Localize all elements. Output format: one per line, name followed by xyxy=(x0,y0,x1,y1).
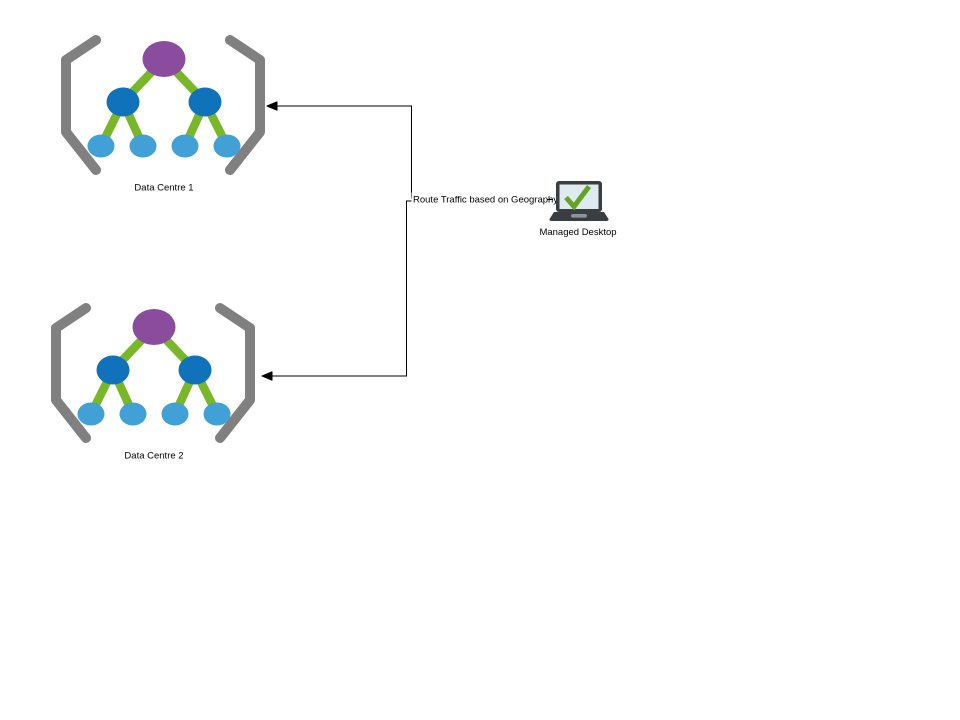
connector-label[interactable]: Route Traffic based on Geography xyxy=(411,192,559,206)
checkmark-icon xyxy=(564,185,591,211)
data-centre-1-label: Data Centre 1 xyxy=(134,183,193,194)
arrowhead-data-centre-2 xyxy=(261,371,273,381)
node-data-centre-1[interactable]: Data Centre 1 xyxy=(66,40,260,194)
laptop-checkmark-icon xyxy=(549,181,609,221)
node-data-centre-2[interactable]: Data Centre 2 xyxy=(56,308,250,462)
connector-label-background xyxy=(411,192,548,206)
connector-to-data-centre-2[interactable] xyxy=(261,199,553,381)
managed-desktop-label: Managed Desktop xyxy=(539,227,616,238)
laptop-touchpad-slot xyxy=(571,214,587,218)
connector-to-data-centre-1[interactable] xyxy=(266,101,553,200)
data-centre-tree-bracket-icon xyxy=(56,308,250,438)
arrowhead-data-centre-1 xyxy=(266,101,278,111)
data-centre-tree-bracket-icon xyxy=(66,40,260,170)
connector-label-text: Route Traffic based on Geography xyxy=(413,195,558,206)
data-centre-2-label: Data Centre 2 xyxy=(124,451,183,462)
node-managed-desktop[interactable]: Managed Desktop xyxy=(539,181,617,238)
